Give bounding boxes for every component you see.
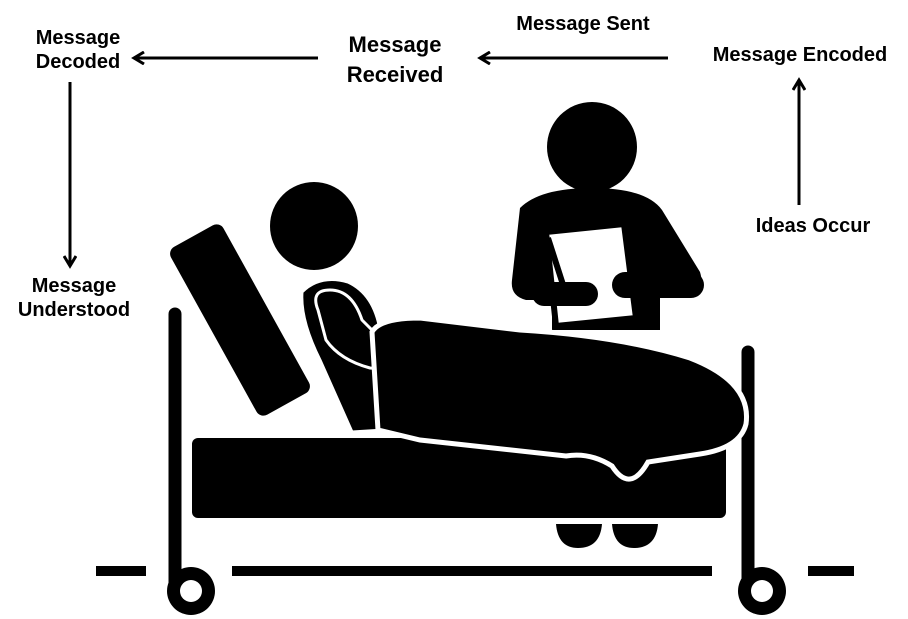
stage-ideas-occur: Ideas Occur bbox=[740, 214, 886, 238]
stage-message-decoded: Message Decoded bbox=[18, 26, 138, 74]
stage-message-sent: Message Sent bbox=[498, 12, 668, 36]
stage-label-line: Message bbox=[330, 30, 460, 60]
stage-message-encoded: Message Encoded bbox=[694, 43, 906, 67]
patient-icon bbox=[270, 182, 747, 479]
stage-label-line: Understood bbox=[4, 298, 144, 322]
stage-label-line: Message bbox=[18, 26, 138, 50]
stage-label-line: Decoded bbox=[18, 50, 138, 74]
stage-label: Message Encoded bbox=[694, 43, 906, 67]
clinician-with-clipboard-icon bbox=[512, 102, 704, 330]
stage-message-understood: Message Understood bbox=[4, 274, 144, 322]
stage-label-line: Received bbox=[330, 60, 460, 90]
stage-label-line: Message bbox=[4, 274, 144, 298]
stage-label: Ideas Occur bbox=[740, 214, 886, 238]
stage-label: Message Sent bbox=[498, 12, 668, 36]
stage-message-received: Message Received bbox=[330, 30, 460, 90]
